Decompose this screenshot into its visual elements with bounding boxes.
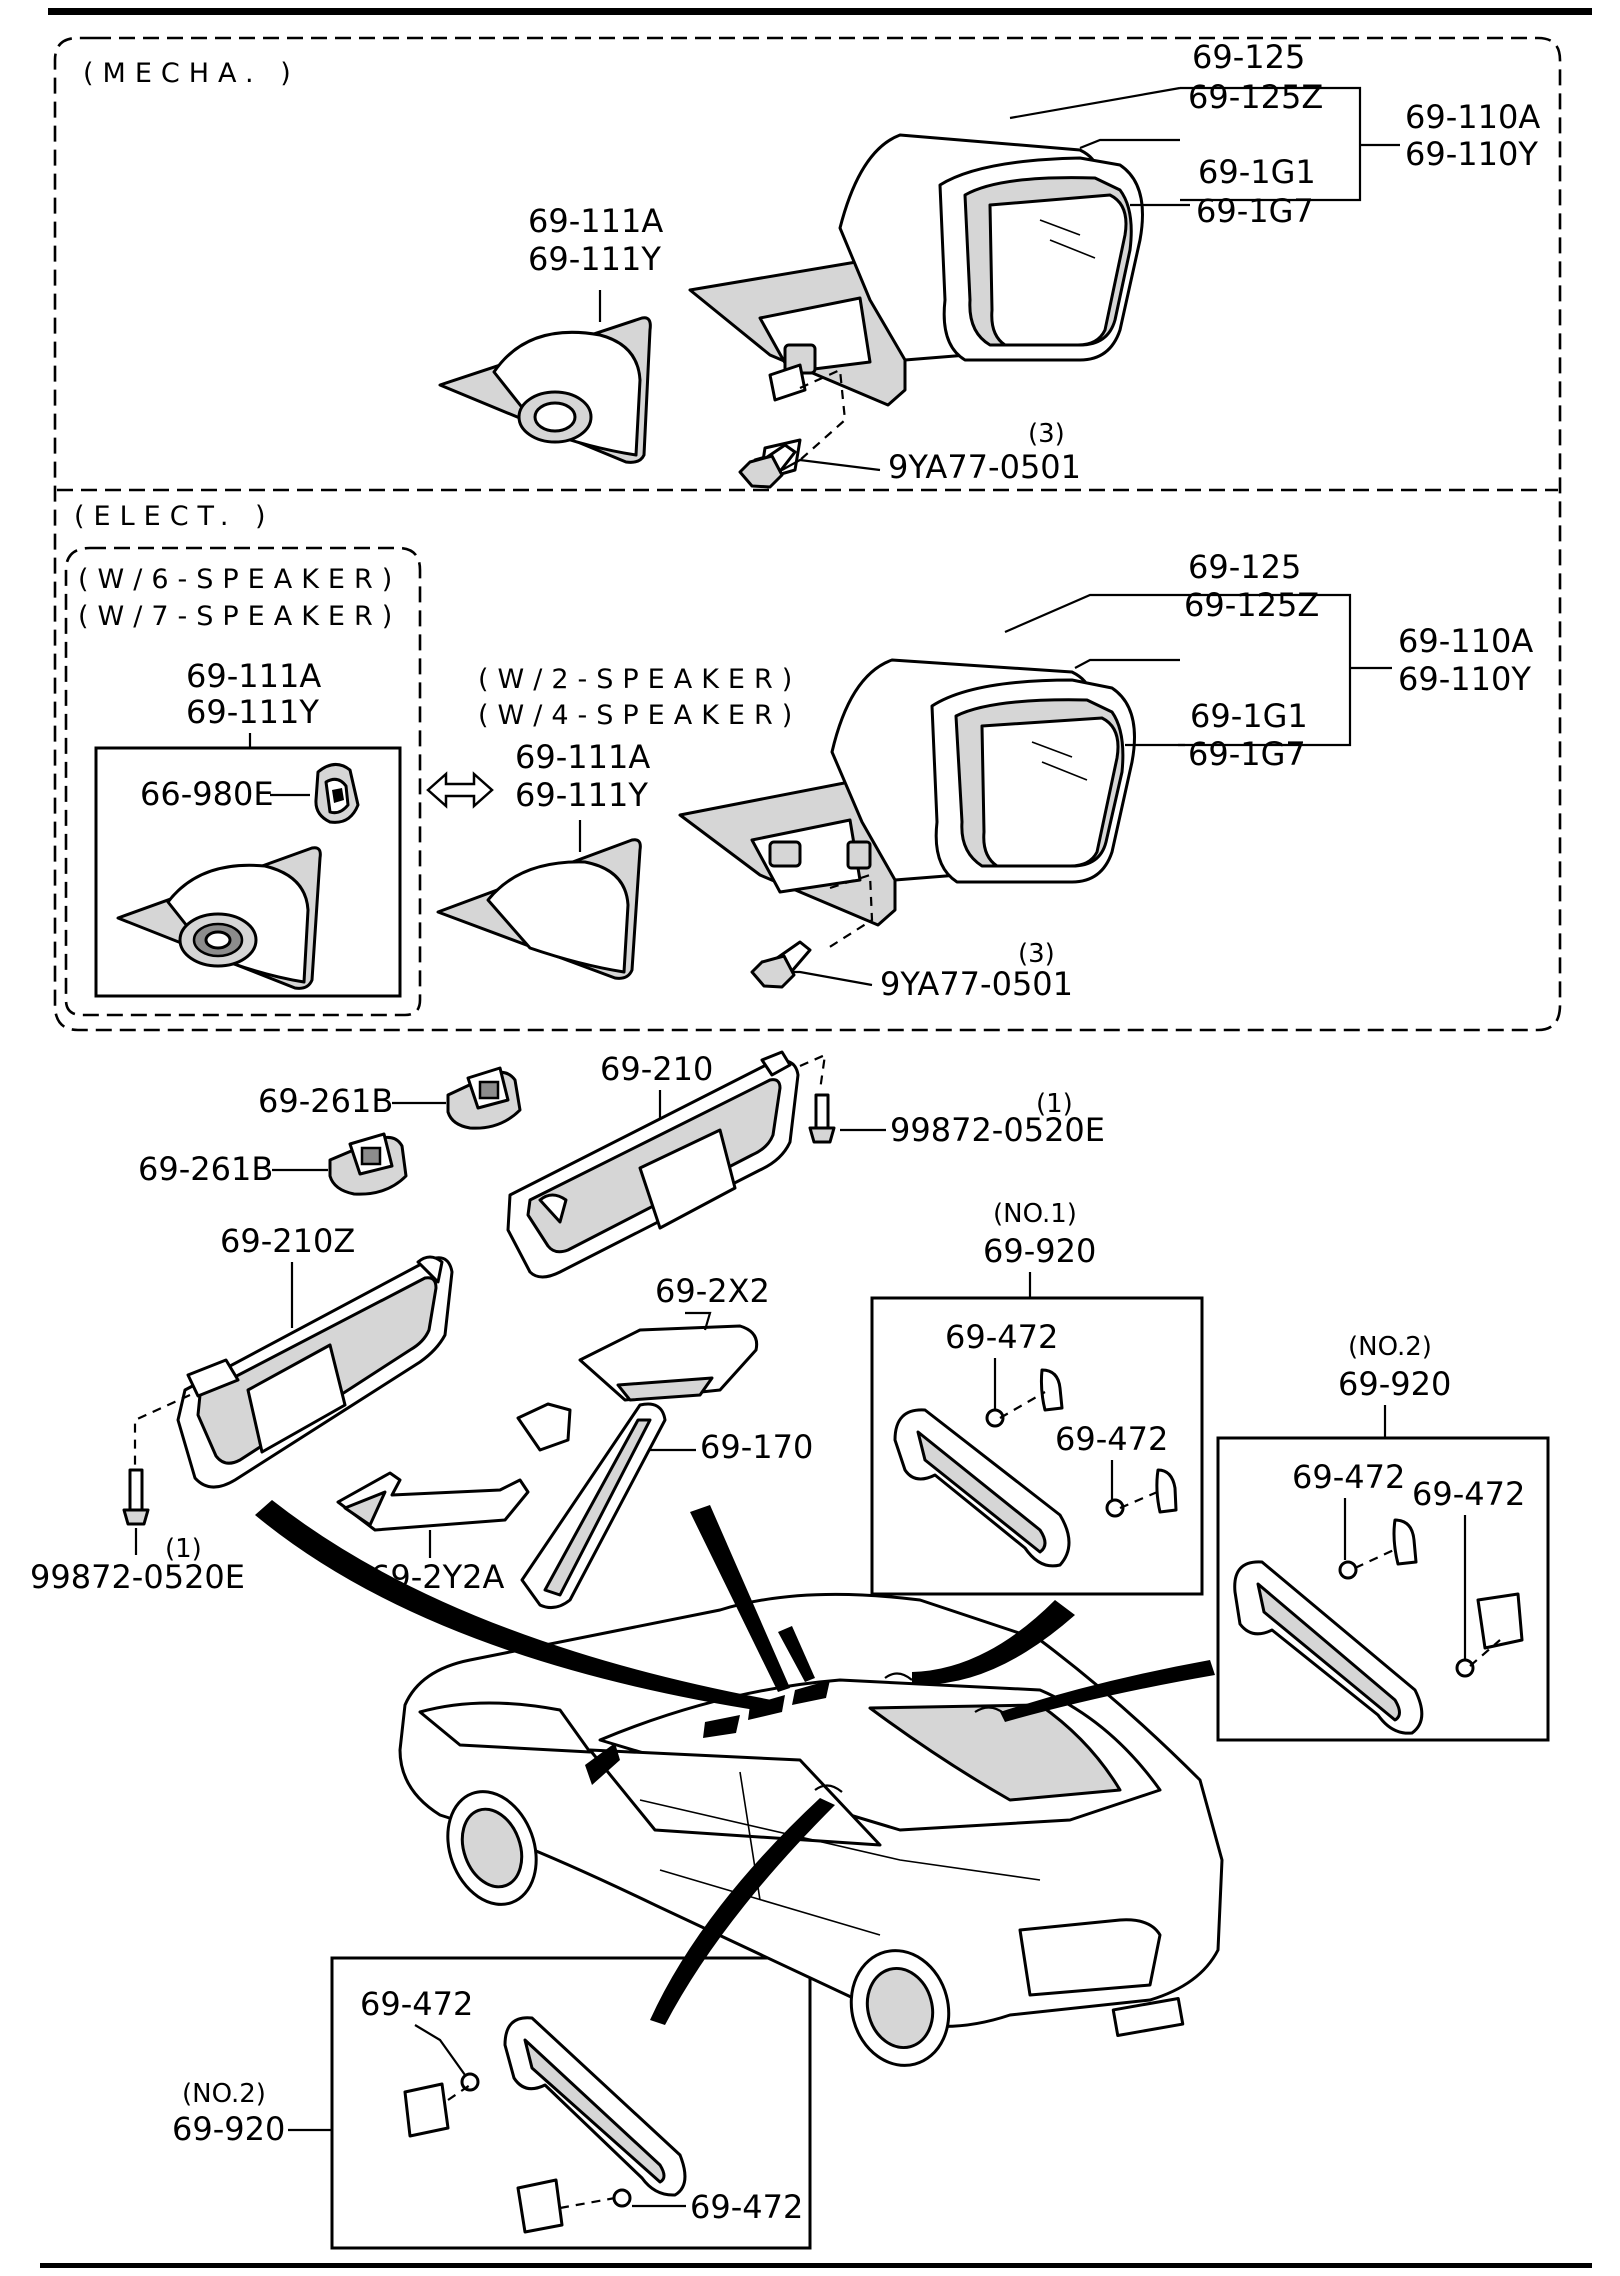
console-69-2x2	[578, 1324, 759, 1402]
mecha-label-69-1g1: 69-1G1	[1198, 153, 1316, 191]
elect-label-66-980e: 66-980E	[140, 775, 274, 813]
pointer-grip-no2-bottom	[650, 1798, 835, 2025]
pointer-mirror	[690, 1505, 790, 1692]
visor-clip-lower	[328, 1132, 408, 1196]
label-69-2x2: 69-2X2	[655, 1272, 770, 1310]
grip-no1-part: 69-920	[983, 1232, 1096, 1270]
pointer-grip-no1	[912, 1600, 1075, 1685]
grip-no2-right-clip-label-2: 69-472	[1412, 1475, 1525, 1513]
mecha-label-69-1g7: 69-1G7	[1196, 192, 1314, 230]
mecha-label-69-110y: 69-110Y	[1405, 135, 1538, 173]
elect-label-69-111y: 69-111Y	[515, 776, 648, 814]
qty-1-left: (1)	[165, 1534, 202, 1564]
elect-mirror-assembly	[678, 658, 1136, 951]
pointer-visor-left	[255, 1500, 772, 1712]
elect-qty-3: (3)	[1018, 939, 1055, 969]
grip-no2-bottom-box	[330, 1956, 812, 2250]
mecha-sail-cover	[438, 316, 652, 464]
grip-no2-bottom-clip-label-1: 69-472	[360, 1985, 473, 2023]
mecha-label-69-110a: 69-110A	[1405, 98, 1540, 136]
elect-sail-cover	[436, 838, 642, 980]
qty-1-right: (1)	[1036, 1089, 1073, 1119]
elect-label-69-111a-speaker: 69-111A	[186, 657, 321, 695]
elect-label: (ELECT. )	[74, 501, 275, 532]
speaker-variant-frame	[64, 546, 422, 1017]
elect-label-69-111y-speaker: 69-111Y	[186, 693, 319, 731]
elect-label-69-110a: 69-110A	[1398, 622, 1533, 660]
mecha-label: (MECHA. )	[83, 58, 300, 89]
visor-screw-right	[808, 1093, 836, 1144]
rearview-mirror	[516, 1402, 667, 1610]
grip-no2-bottom-part: 69-920	[172, 2110, 285, 2148]
label-69-261b-upper: 69-261B	[258, 1082, 393, 1120]
grip-no2-right-label: (NO.2)	[1348, 1332, 1432, 1362]
mecha-label-69-125: 69-125	[1192, 38, 1305, 76]
variant-w6-speaker: (W/6-SPEAKER)	[78, 564, 401, 595]
grip-no1-clip-label-2: 69-472	[1055, 1420, 1168, 1458]
label-99872-left: 99872-0520E	[30, 1558, 245, 1596]
pointer-grip-no2-right	[1000, 1660, 1215, 1722]
grip-no2-right-clip-label-1: 69-472	[1292, 1458, 1405, 1496]
grip-no1-box	[870, 1296, 1204, 1596]
locator-marks	[585, 1672, 1006, 1793]
speaker-sail-cover	[116, 846, 322, 990]
variant-w2-speaker: (W/2-SPEAKER)	[478, 664, 801, 695]
sun-visor-right	[506, 1050, 800, 1279]
label-69-210: 69-210	[600, 1050, 713, 1088]
visor-screw-left	[122, 1468, 150, 1526]
speaker-inner-box	[94, 746, 402, 998]
grip-no2-right	[1233, 1518, 1524, 1735]
grip-no2-bottom-label: (NO.2)	[182, 2079, 266, 2109]
label-69-170: 69-170	[700, 1428, 813, 1466]
tweeter-66-980e	[314, 763, 360, 824]
label-99872-right: 99872-0520E	[890, 1111, 1105, 1149]
grip-no2-right-box	[1216, 1436, 1550, 1742]
variant-w4-speaker: (W/4-SPEAKER)	[478, 700, 801, 731]
visor-clip-upper	[446, 1066, 522, 1130]
mecha-label-69-125z: 69-125Z	[1188, 78, 1323, 116]
pointer-visor-right	[778, 1626, 815, 1682]
grip-no2-right-part: 69-920	[1338, 1365, 1451, 1403]
mecha-label-69-111a: 69-111A	[528, 202, 663, 240]
mirror-section-frame	[53, 36, 1562, 1032]
label-69-261b-lower: 69-261B	[138, 1150, 273, 1188]
mecha-label-69-111y: 69-111Y	[528, 240, 661, 278]
grip-no1-clip-label-1: 69-472	[945, 1318, 1058, 1356]
elect-bolt	[750, 940, 812, 989]
elect-label-69-1g1: 69-1G1	[1190, 697, 1308, 735]
mecha-mirror-assembly	[688, 133, 1144, 482]
grip-no1	[893, 1368, 1178, 1568]
elect-label-9ya77: 9YA77-0501	[880, 965, 1073, 1003]
top-rule	[48, 8, 1592, 15]
sun-visor-left	[176, 1255, 454, 1489]
elect-label-69-125z: 69-125Z	[1184, 586, 1319, 624]
label-69-210z: 69-210Z	[220, 1222, 355, 1260]
mecha-bolt	[738, 443, 797, 489]
grip-no1-label: (NO.1)	[993, 1199, 1077, 1229]
variant-w7-speaker: (W/7-SPEAKER)	[78, 601, 401, 632]
grip-no2-bottom	[403, 2016, 687, 2234]
mecha-label-9ya77: 9YA77-0501	[888, 448, 1081, 486]
elect-label-69-110y: 69-110Y	[1398, 660, 1531, 698]
grip-no2-bottom-clip-label-2: 69-472	[690, 2188, 803, 2226]
trim-69-2y2a	[336, 1471, 530, 1532]
variant-swap-arrow	[426, 771, 494, 809]
elect-label-69-1g7: 69-1G7	[1188, 735, 1306, 773]
mecha-qty-3: (3)	[1028, 419, 1065, 449]
elect-label-69-125: 69-125	[1188, 548, 1301, 586]
elect-label-69-111a: 69-111A	[515, 738, 650, 776]
bottom-rule	[40, 2263, 1592, 2268]
